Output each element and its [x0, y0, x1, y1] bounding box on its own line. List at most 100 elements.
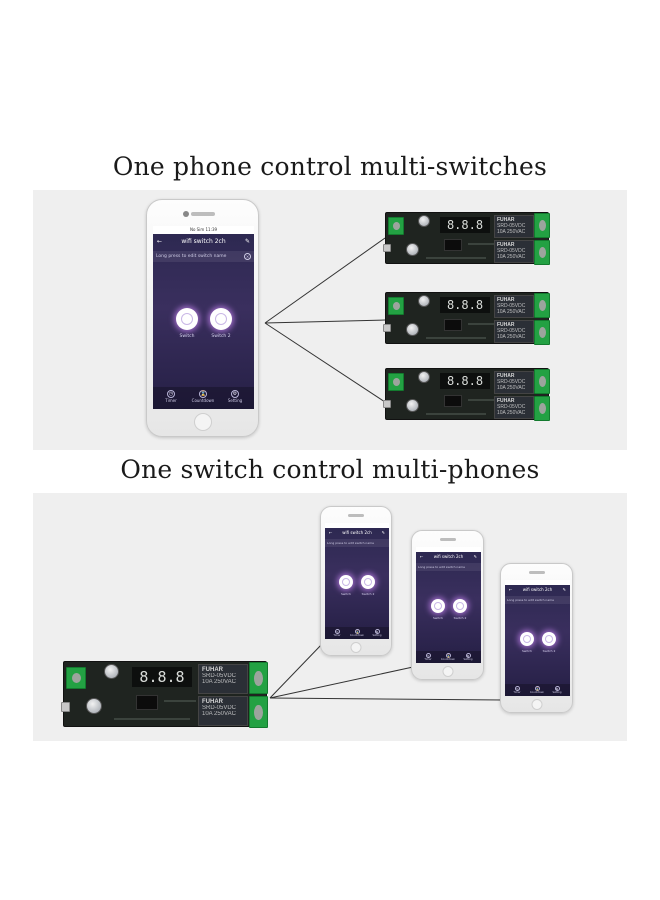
- phone-screen: No Sim 11:39 ← wifi switch 2ch ✎ Long pr…: [153, 226, 254, 409]
- switch-2-button[interactable]: [361, 575, 375, 589]
- clock-icon: ◷: [167, 390, 175, 398]
- switch-1-button[interactable]: [431, 599, 445, 613]
- tab-countdown[interactable]: ⌛Countdown: [349, 629, 365, 637]
- tab-setting[interactable]: ⚙Setting: [372, 629, 382, 637]
- close-icon[interactable]: ×: [244, 253, 251, 260]
- switch-2-button[interactable]: [453, 599, 467, 613]
- tab-bar: ◷Timer ⌛Countdown ⚙Setting: [153, 387, 254, 409]
- tab-countdown[interactable]: ⌛Countdown: [191, 390, 215, 403]
- tab-setting[interactable]: ⚙Setting: [552, 686, 562, 694]
- output-terminal: [249, 662, 268, 694]
- phone-large: No Sim 11:39 ← wifi switch 2ch ✎ Long pr…: [146, 199, 259, 437]
- tab-countdown[interactable]: ⌛Countdown: [440, 653, 456, 661]
- input-terminal: [388, 373, 404, 391]
- heading-bottom: One switch control multi-phones: [120, 455, 540, 484]
- output-terminal: [534, 369, 550, 394]
- tab-setting[interactable]: ⚙Setting: [463, 653, 473, 661]
- panel-one-phone-multi-switches: No Sim 11:39 ← wifi switch 2ch ✎ Long pr…: [33, 190, 627, 450]
- usb-port: [383, 400, 391, 408]
- home-button: [442, 666, 453, 677]
- capacitor: [104, 664, 119, 679]
- switch-2-label: Switch 2: [453, 616, 467, 620]
- tab-timer[interactable]: ◷Timer: [424, 653, 432, 661]
- hint-text: Long press to edit switch name: [418, 565, 465, 569]
- capacitor: [86, 698, 102, 714]
- phone-screen: ← wifi switch 2ch ✎ Long press to edit s…: [505, 580, 570, 696]
- tab-timer[interactable]: ◷Timer: [165, 390, 177, 403]
- switch-1-label: Switch: [522, 649, 532, 653]
- app-title: wifi switch 2ch: [433, 554, 464, 559]
- input-terminal: [66, 667, 86, 689]
- output-terminal: [534, 293, 550, 318]
- back-arrow-icon[interactable]: ←: [157, 238, 163, 245]
- back-arrow-icon[interactable]: ←: [509, 587, 513, 592]
- home-button: [193, 413, 212, 431]
- tab-timer[interactable]: ◷Timer: [333, 629, 341, 637]
- home-button: [350, 642, 362, 653]
- switch-2-label: Switch 2: [211, 334, 231, 339]
- edit-pencil-icon[interactable]: ✎: [562, 587, 566, 592]
- output-terminal: [534, 213, 550, 238]
- usb-port: [383, 244, 391, 252]
- edit-pencil-icon[interactable]: ✎: [244, 238, 250, 245]
- switch-1-label: Switch: [433, 616, 443, 620]
- input-terminal: [388, 217, 404, 235]
- switch-2-label: Switch 2: [361, 592, 375, 596]
- phone-screen: ← wifi switch 2ch ✎ Long press to edit s…: [325, 523, 389, 639]
- segment-display: 8.8.8: [132, 667, 192, 687]
- heading-top: One phone control multi-switches: [112, 152, 548, 181]
- segment-display: 8.8.8: [440, 373, 490, 389]
- hourglass-icon: ⌛: [354, 629, 360, 634]
- phone-small-3: ← wifi switch 2ch ✎ Long press to edit s…: [500, 563, 573, 713]
- tab-timer[interactable]: ◷Timer: [513, 686, 521, 694]
- switch-1-label: Switch: [179, 334, 195, 339]
- chip: [136, 695, 158, 710]
- app-bar: ← wifi switch 2ch ✎: [153, 235, 254, 249]
- edit-pencil-icon[interactable]: ✎: [381, 530, 385, 535]
- chip: [444, 239, 462, 251]
- gear-icon: ⚙: [465, 653, 471, 658]
- carrier-text: No Sim: [189, 227, 205, 232]
- back-arrow-icon[interactable]: ←: [420, 554, 424, 559]
- gear-icon: ⚙: [231, 390, 239, 398]
- clock-icon: ◷: [425, 653, 431, 658]
- tab-countdown[interactable]: ⌛Countdown: [529, 686, 545, 694]
- clock-icon: ◷: [334, 629, 340, 634]
- output-terminal: [534, 320, 550, 345]
- segment-display: 8.8.8: [440, 217, 490, 233]
- back-arrow-icon[interactable]: ←: [329, 530, 333, 535]
- time-text: 11:39: [205, 227, 218, 232]
- phone-screen: ← wifi switch 2ch ✎ Long press to edit s…: [416, 547, 481, 663]
- clock-icon: ◷: [514, 686, 520, 691]
- switch-1-button[interactable]: [520, 632, 534, 646]
- hint-bar: Long press to edit switch name ×: [153, 251, 254, 262]
- switch-1-button[interactable]: [176, 308, 198, 330]
- edit-pencil-icon[interactable]: ✎: [473, 554, 477, 559]
- switch-2-button[interactable]: [542, 632, 556, 646]
- hourglass-icon: ⌛: [445, 653, 451, 658]
- capacitor: [418, 371, 430, 383]
- switch-1-label: Switch: [341, 592, 351, 596]
- tab-setting[interactable]: ⚙Setting: [227, 390, 243, 403]
- capacitor: [418, 215, 430, 227]
- hourglass-icon: ⌛: [534, 686, 540, 691]
- hint-text: Long press to edit switch name: [156, 254, 227, 259]
- hint-text: Long press to edit switch name: [327, 541, 374, 545]
- switch-2-button[interactable]: [210, 308, 232, 330]
- input-terminal: [388, 297, 404, 315]
- app-title: wifi switch 2ch: [522, 587, 553, 592]
- switch-1-button[interactable]: [339, 575, 353, 589]
- chip: [444, 319, 462, 331]
- output-terminal: [534, 240, 550, 265]
